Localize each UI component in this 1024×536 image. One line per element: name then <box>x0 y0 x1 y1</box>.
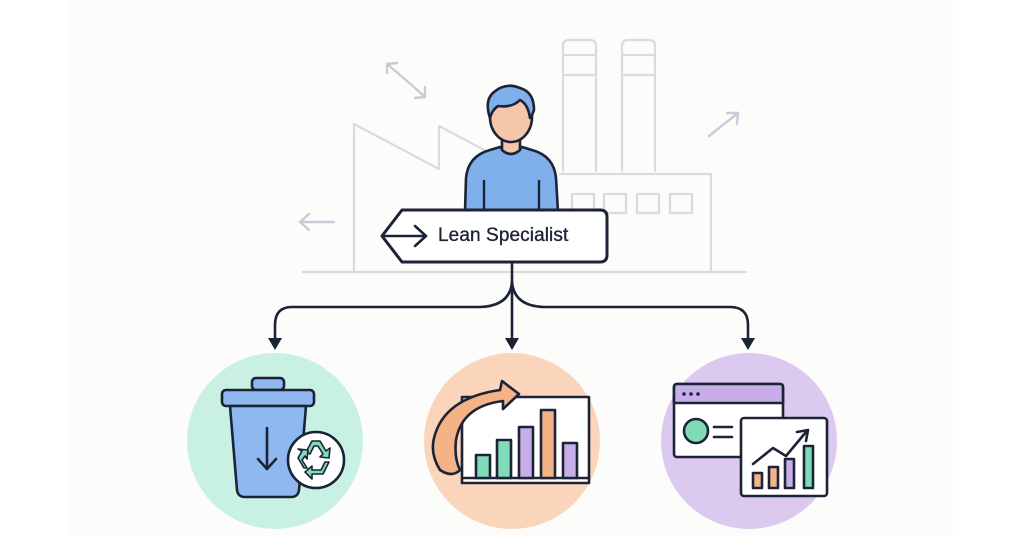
dashboard-trend-chart-icon <box>672 382 829 498</box>
arrowhead-icon <box>741 338 755 350</box>
arrowhead-icon <box>268 338 282 350</box>
trash-bin-recycle-icon <box>220 376 346 499</box>
branch-connectors <box>273 260 750 342</box>
branch-process-improvement <box>424 353 600 529</box>
person-icon <box>463 84 560 214</box>
factory-outline-icon <box>301 38 748 274</box>
arrowhead-icon <box>505 338 519 350</box>
branch-waste-reduction <box>187 353 363 529</box>
arrow-up-right-icon <box>707 111 740 138</box>
role-label: Lean Specialist <box>438 225 569 246</box>
double-arrow-right-icon <box>382 224 428 248</box>
arrow-left-icon <box>298 212 336 232</box>
double-arrow-icon <box>385 61 427 100</box>
branch-performance-analytics <box>661 353 837 529</box>
role-label-sign <box>380 208 609 264</box>
bar-chart-growth-arrow-icon <box>431 379 591 485</box>
